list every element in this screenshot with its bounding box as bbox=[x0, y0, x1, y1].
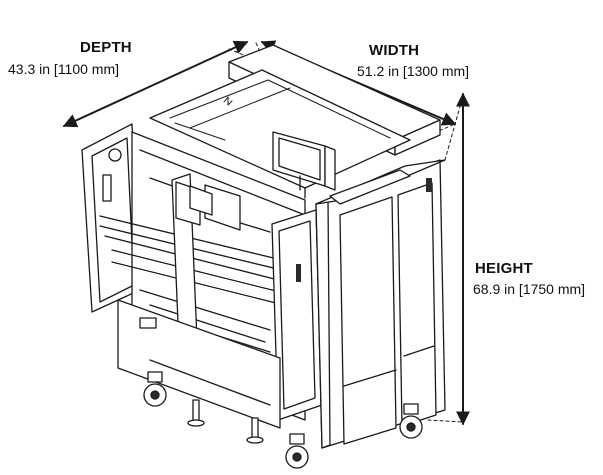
caster-wheel-left bbox=[143, 371, 167, 407]
front-door-panel bbox=[271, 209, 323, 421]
top-housing bbox=[149, 44, 441, 199]
touch-screen-monitor bbox=[272, 131, 336, 191]
right-cabinet-top bbox=[315, 159, 446, 205]
caster-wheel-right bbox=[399, 403, 423, 439]
width-value: 51.2 in [1300 mm] bbox=[357, 63, 470, 79]
depth-dimension-arrow bbox=[62, 40, 249, 128]
depth-title: DEPTH bbox=[80, 39, 132, 56]
depth-value: 43.3 in [1100 mm] bbox=[8, 61, 120, 77]
caster-wheel-center bbox=[285, 433, 309, 469]
top-rails bbox=[169, 79, 391, 141]
leveling-feet bbox=[187, 399, 264, 444]
right-cabinet bbox=[315, 159, 446, 449]
machine-base bbox=[117, 299, 281, 429]
height-value: 68.9 in [1750 mm] bbox=[473, 281, 586, 297]
width-title: WIDTH bbox=[369, 42, 420, 59]
height-title: HEIGHT bbox=[475, 260, 533, 277]
